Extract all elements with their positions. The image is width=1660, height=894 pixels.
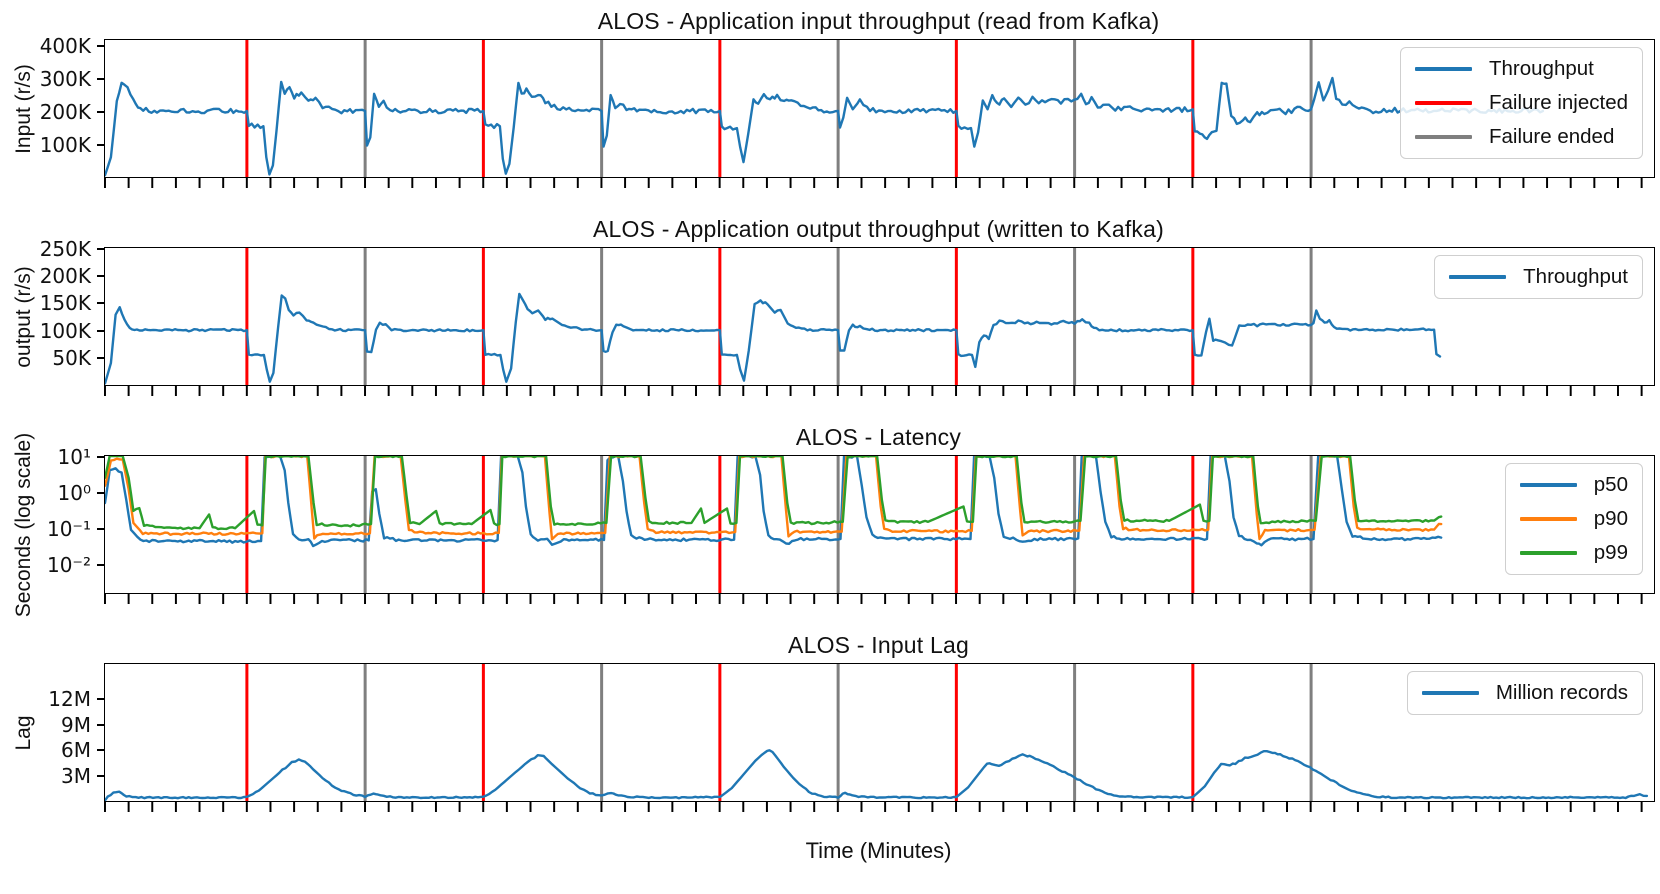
plot-area: Throughput [104,247,1655,386]
legend: Throughput [1434,255,1643,299]
y-tick-label: 250K [39,236,91,261]
x-axis-ticks [104,802,1653,812]
chart-title: ALOS - Application output throughput (wr… [593,216,1164,242]
plot-area: p50 p90 p99 [104,455,1655,594]
y-tick-mark [97,491,104,494]
x-axis-ticks [104,178,1653,188]
legend-label: p50 [1593,473,1628,496]
y-tick-mark [97,527,104,530]
legend: Million records [1406,671,1643,715]
legend-entry: p90 [1519,507,1628,531]
panel-input-throughput: ALOS - Application input throughput (rea… [0,6,1660,188]
legend-label: Million records [1495,681,1628,704]
y-tick-mark [97,275,104,277]
legend-entry: p50 [1519,473,1628,497]
legend-label: p99 [1593,541,1628,564]
y-tick-label: 12M [48,686,91,711]
legend-entry: Throughput [1449,265,1628,289]
y-tick-label: 10¹ [57,444,91,469]
y-tick-mark [97,44,104,47]
y-tick-mark [97,302,104,305]
y-tick-label: 10⁻² [46,552,91,577]
chart-title: ALOS - Latency [795,424,962,450]
legend: p50 p90 p99 [1504,463,1643,575]
legend-line-swatch [1414,67,1472,71]
y-axis: Input (r/s) 100K 200K 300K 400K [0,34,104,179]
y-tick-label: 150K [39,291,91,316]
legend-line-swatch [1414,101,1472,105]
y-tick-mark [97,455,104,458]
y-tick-mark [97,247,104,250]
legend-label: Failure injected [1488,91,1628,114]
chart-title: ALOS - Input Lag [788,632,969,658]
x-axis-label: Time (Minutes) [805,838,952,863]
y-tick-mark [97,110,104,113]
chart-title: ALOS - Application input throughput (rea… [597,8,1160,34]
series-line-p90 [105,456,1443,541]
y-tick-label: 50K [52,346,91,371]
x-axis-ticks [104,594,1653,604]
series-line-p99 [105,456,1443,531]
legend-entry: p99 [1519,541,1628,565]
series-line-p50 [105,456,1443,548]
y-tick-label: 300K [39,66,91,91]
y-axis: Seconds (log scale) 10⁻² 10⁻¹ 10⁰ 10¹ [0,433,104,617]
y-tick-label: 9M [61,712,91,737]
legend-entry: Failure ended [1414,125,1628,149]
y-tick-label: 6M [61,738,91,763]
series-line-throughput [105,76,1545,177]
y-tick-label: 3M [61,763,91,788]
legend-line-swatch [1449,275,1507,279]
legend-label: Throughput [1523,265,1628,288]
y-tick-mark [97,749,104,752]
y-axis-label: Lag [12,715,35,751]
legend-line-swatch [1421,691,1479,695]
legend-entry: Million records [1421,681,1628,705]
y-tick-mark [97,563,104,566]
legend-entry: Failure injected [1414,91,1628,115]
legend-label: Failure ended [1488,125,1615,148]
legend-line-swatch [1414,135,1472,139]
y-tick-mark [97,143,104,146]
y-tick-mark [97,329,104,332]
x-axis-ticks [104,386,1653,396]
legend-line-swatch [1519,551,1577,555]
y-tick-label: 400K [39,33,91,58]
y-tick-mark [97,77,104,80]
y-tick-mark [97,357,104,360]
legend-entry: Throughput [1414,57,1628,81]
y-tick-mark [97,774,104,777]
legend-label: p90 [1593,507,1628,530]
y-tick-label: 100K [39,132,91,157]
panel-latency: ALOS - Latency Seconds (log scale) 10⁻² 1… [0,422,1660,617]
plot-area: Million records [104,663,1655,802]
series-line-throughput [105,292,1442,385]
y-tick-label: 200K [39,99,91,124]
y-axis-label: output (r/s) [12,266,35,368]
y-tick-label: 10⁰ [57,480,91,505]
panel-output-throughput: ALOS - Application output throughput (wr… [0,214,1660,396]
plot-row: Seconds (log scale) 10⁻² 10⁻¹ 10⁰ 10¹ p50 p9… [12,433,1660,617]
legend-line-swatch [1519,517,1577,521]
y-tick-label: 10⁻¹ [46,516,91,541]
y-axis-label: Seconds (log scale) [12,432,35,618]
y-axis-label: Input (r/s) [12,64,35,154]
y-tick-mark [97,697,104,700]
figure-root: ALOS - Application input throughput (rea… [0,6,1660,863]
legend-line-swatch [1519,483,1577,487]
legend-label: Throughput [1488,57,1594,80]
series-line-million-records [105,749,1649,801]
y-tick-label: 100K [39,318,91,343]
y-tick-label: 200K [39,264,91,288]
y-tick-mark [97,723,104,726]
